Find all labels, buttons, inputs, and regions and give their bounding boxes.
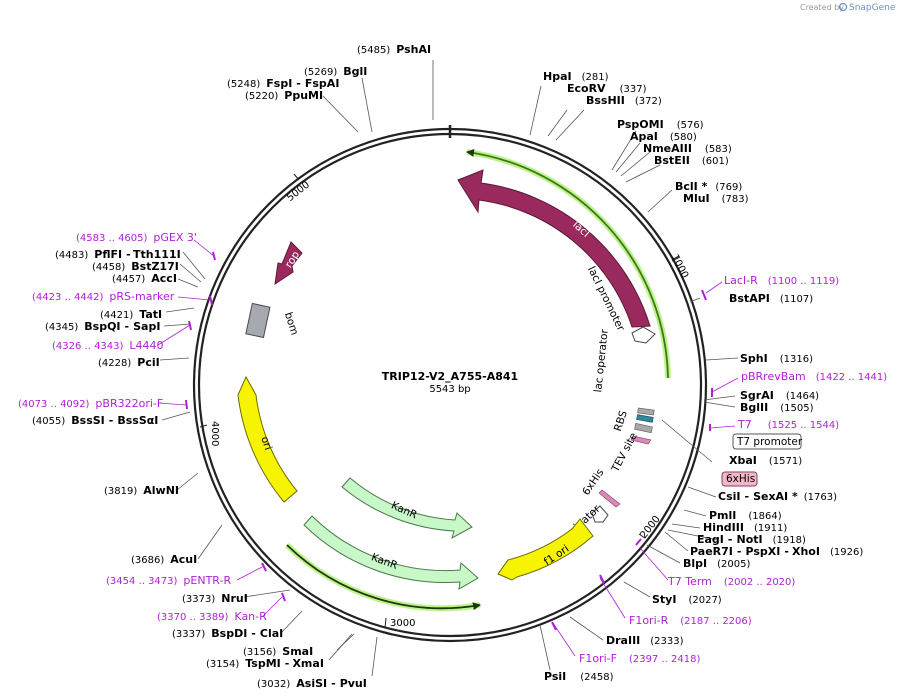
enzyme-label: (4457)AccI [112,272,177,285]
feature-kanr-inner [341,477,473,540]
primer-label: T7(1525 .. 1544) [737,418,839,431]
enzyme-label: (5220)PpuMI [245,89,323,102]
primer-label: F1ori-F(2397 .. 2418) [579,652,700,665]
enzyme-label: (4228)PciI [98,356,160,369]
orf-kanr-line [286,544,481,611]
primer-label: (4423 .. 4442)pRS-marker [32,290,175,303]
feature-ori [237,375,298,503]
primer-label: (4583 .. 4605)pGEX 3' [76,231,197,244]
feature-tev-site [630,435,652,445]
feature-rbs [636,414,654,423]
enzyme-label: BclI *(769) [675,180,742,193]
feature-t7-promoter-block [634,423,653,434]
enzyme-label: PmlI(1864) [709,509,782,522]
feature-tev-site-label: TEV site [609,431,640,475]
enzyme-label: BssHII(372) [586,94,662,107]
feature-bom-label: bom [282,311,301,337]
enzyme-label: CsiI-SexAI *(1763) [718,490,837,503]
tick-5000 [293,173,300,181]
enzyme-label: EagI-NotI(1918) [697,533,806,546]
orf-laci-line [466,149,669,379]
enzyme-label: (5248)FspI-FspAI [227,77,339,90]
tick-1000 [671,256,681,262]
enzyme-label: ApaI(580) [630,130,697,143]
primer-label: (3454 .. 3473)pENTR-R [106,574,231,587]
enzyme-label: SphI(1316) [740,352,813,365]
feature-ori-label: ori [258,435,274,452]
enzyme-label: PspOMI(576) [617,118,704,131]
enzyme-label: NmeAIII(583) [643,142,732,155]
sixhis-box [721,471,758,487]
tick-4000 [199,424,208,428]
enzyme-label: StyI(2027) [652,593,722,606]
snapgene-logo-icon [838,2,848,12]
feature-laci [457,169,651,328]
primer-label: (4073 .. 4092)pBR322ori-F [18,397,163,410]
enzyme-label: BstAPI(1107) [729,292,813,305]
snapgene-credit: Created by SnapGene [800,2,896,13]
feature-lac-operator-label: lac operator [592,328,611,393]
feature-t7-terminator [591,505,609,523]
enzyme-label: (4458)BstZ17I [92,260,179,273]
credit-text: Created by [800,3,844,12]
feature-laci-promoter [631,326,656,344]
t7-promoter-box [732,433,802,450]
enzyme-label: (3337)BspDI-ClaI [172,627,283,640]
enzyme-label: BstEII(601) [654,154,729,167]
enzyme-label: PsiI(2458) [544,670,614,683]
enzyme-label: (3373)NruI [182,592,248,605]
feature-rbs-label: RBS [612,409,630,433]
ticks: 1000 2000 3000 4000 5000 [199,173,690,629]
enzyme-label: EcoRV(337) [567,82,647,95]
enzyme-label: PaeR7I-PspXI-XhoI(1926) [690,545,863,558]
enzyme-label: (4345)BspQI-SapI [45,320,160,333]
tick-2000 [638,533,646,539]
enzyme-label: XbaI(1571) [729,454,802,467]
primer-marks [185,251,713,631]
orf-arcs [284,149,671,612]
feature-kanr-outer [303,515,479,590]
enzyme-label: (3156)SmaI [243,645,313,658]
enzyme-callout-lines [159,60,739,677]
enzyme-label: (3032)AsiSI-PvuI [257,677,367,690]
credit-brand: SnapGene [849,3,896,13]
primer-label: F1ori-R(2187 .. 2206) [629,614,752,627]
primer-label: (3370 .. 3389)Kan-R [157,610,267,623]
primer-label: T7 Term(2002 .. 2020) [667,575,795,588]
tick-label-4000: 4000 [209,421,220,446]
feature-lac-operator [637,407,655,416]
feature-rop [274,241,303,286]
primer-label: LacI-R(1100 .. 1119) [724,274,839,287]
feature-6xhis [598,489,621,508]
plasmid-name: TRIP12-V2_A755-A841 [382,370,518,383]
feature-f1-ori [497,518,594,581]
primer-label: (4326 .. 4343)L4440 [52,339,164,352]
primer-label: pBRrevBam(1422 .. 1441) [741,370,887,383]
t7-promoter-box-label: T7 promoter [736,436,803,448]
enzyme-label: MluI(783) [683,192,749,205]
enzyme-label: (4055)BssSI-BssSαI [32,414,158,427]
primer-callout-lines [157,239,739,657]
tick-label-5000: 5000 [285,180,312,204]
plasmid-length: 5543 bp [429,384,470,395]
tick-label-3000: 3000 [390,618,415,629]
enzyme-label: HindIII(1911) [703,521,787,534]
enzyme-label: (4421)TatI [100,308,162,321]
enzyme-label: BglII(1505) [740,401,814,414]
enzyme-label: (5269)BglI [304,65,367,78]
enzyme-label: SgrAI(1464) [740,389,819,402]
tick-3000 [384,617,387,629]
enzyme-label: (3686)AcuI [131,553,197,566]
enzyme-label: (3154)TspMI-XmaI [206,657,324,670]
enzyme-label: (4483)PflFI-Tth111I [55,248,181,261]
enzyme-label: (3819)AlwNI [104,484,179,497]
enzyme-label: (5485)PshAI [357,43,431,56]
feature-bom [245,302,271,339]
enzyme-label: HpaI(281) [543,70,609,83]
enzyme-label: DraIII(2333) [606,634,684,647]
enzyme-label: BlpI(2005) [683,557,750,570]
sixhis-box-label: 6xHis [726,473,755,485]
